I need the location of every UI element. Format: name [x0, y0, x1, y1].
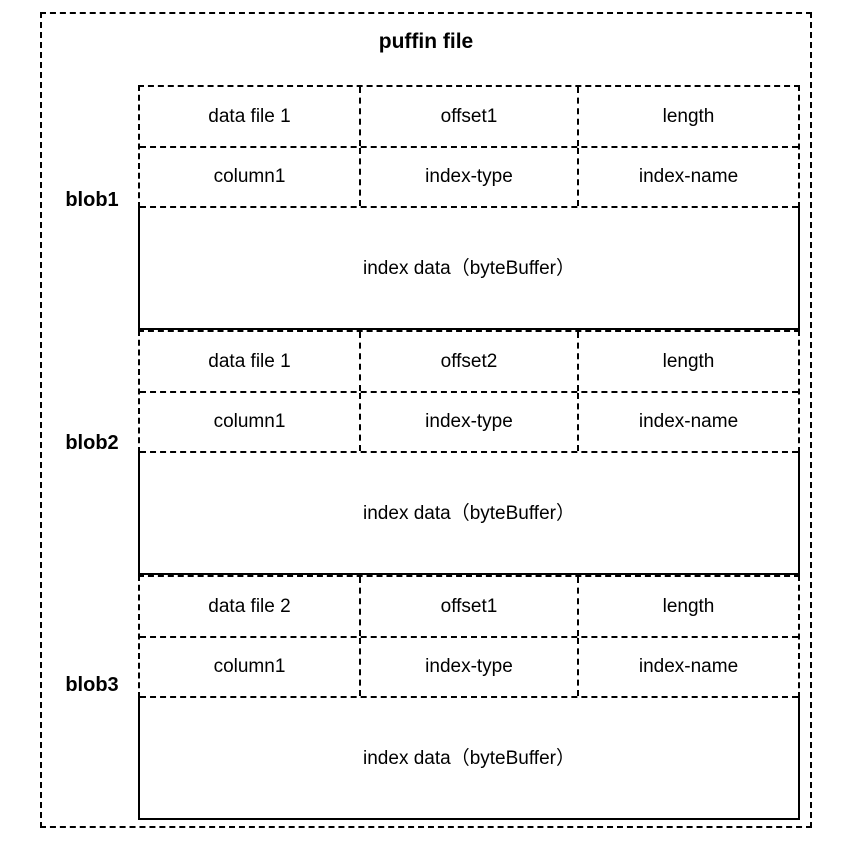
blob1-cell-index-type: index-type [361, 148, 579, 206]
blob2-cell-offset: offset2 [361, 332, 579, 391]
puffin-file-boundary [40, 12, 812, 828]
blob1-row-2: column1 index-type index-name [140, 148, 798, 208]
blob3-header-rows: data file 2 offset1 length column1 index… [138, 575, 800, 698]
blob-group-blob1: data file 1 offset1 length column1 index… [138, 85, 800, 330]
blob-label-blob1: blob1 [65, 189, 119, 211]
blob1-cell-length: length [662, 105, 715, 127]
blob-table: data file 1 offset1 length column1 index… [138, 85, 800, 820]
blob2-row-2: column1 index-type index-name [140, 393, 798, 453]
blob1-row-1: data file 1 offset1 length [140, 87, 798, 148]
blob1-header-rows: data file 1 offset1 length column1 index… [138, 85, 800, 208]
blob-label-blob2: blob2 [65, 432, 119, 454]
blob3-cell-column: column1 [140, 638, 361, 696]
blob2-cell-data-file: data file 1 [140, 332, 361, 391]
blob3-row-1: data file 2 offset1 length [140, 577, 798, 638]
blob2-cell-index-type: index-type [361, 393, 579, 451]
blob2-index-data-row: index data（byteBuffer） [138, 453, 800, 575]
page-title: puffin file [378, 30, 474, 53]
blob-label-blob3: blob3 [65, 674, 119, 696]
blob2-row-1: data file 1 offset2 length [140, 332, 798, 393]
blob2-cell-index-name: index-name [638, 411, 739, 432]
blob3-cell-data-file: data file 2 [140, 577, 361, 636]
blob3-cell-index-name: index-name [638, 656, 739, 677]
blob2-cell-column: column1 [140, 393, 361, 451]
blob1-index-data-row: index data（byteBuffer） [138, 208, 800, 330]
blob-group-blob3: data file 2 offset1 length column1 index… [138, 575, 800, 820]
blob3-cell-length: length [662, 595, 715, 617]
blob3-cell-offset: offset1 [361, 577, 579, 636]
blob3-row-2: column1 index-type index-name [140, 638, 798, 698]
blob1-cell-column: column1 [140, 148, 361, 206]
blob-group-blob2: data file 1 offset2 length column1 index… [138, 330, 800, 575]
blob2-cell-length: length [662, 350, 715, 372]
blob2-header-rows: data file 1 offset2 length column1 index… [138, 330, 800, 453]
blob3-index-data-row: index data（byteBuffer） [138, 698, 800, 820]
blob1-cell-data-file: data file 1 [140, 87, 361, 146]
blob1-cell-index-name: index-name [638, 166, 739, 187]
blob3-cell-index-type: index-type [361, 638, 579, 696]
blob1-cell-offset: offset1 [361, 87, 579, 146]
